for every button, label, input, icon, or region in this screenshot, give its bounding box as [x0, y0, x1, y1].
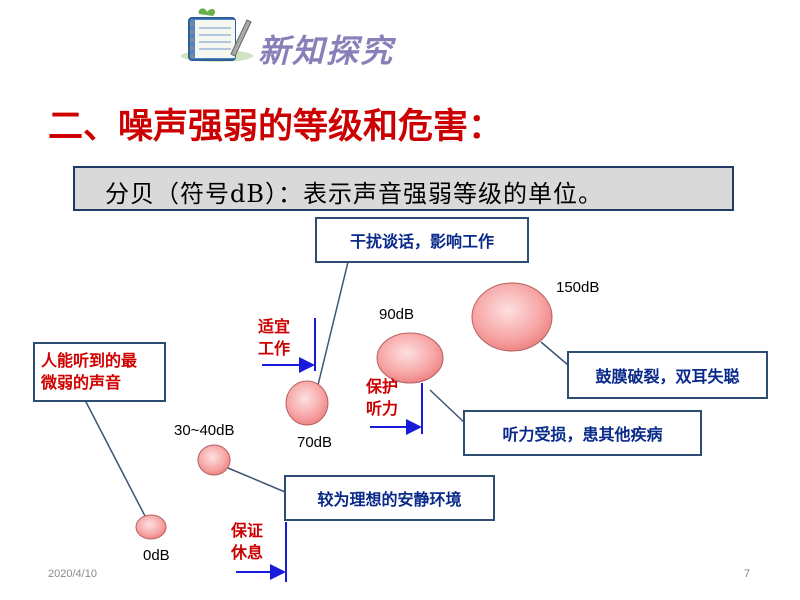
callout-ideal-quiet: 较为理想的安静环境 — [284, 475, 495, 521]
connector-line — [84, 399, 147, 519]
section-title: 新知探究 — [258, 32, 395, 70]
level-label-150db: 150dB — [556, 279, 600, 296]
level-label-90db: 90dB — [379, 306, 415, 323]
callout-hearing-damage: 听力受损，患其他疾病 — [463, 410, 702, 456]
main-heading: 二、噪声强弱的等级和危害： — [48, 107, 504, 147]
callout-deafness: 鼓膜破裂，双耳失聪 — [567, 351, 768, 399]
definition-box — [73, 166, 734, 211]
bubble-150db — [471, 282, 553, 352]
threshold-label-hearing: 保护 听力 — [366, 377, 399, 418]
definition-text: 分贝（符号dB）：表示声音强弱等级的单位。 — [105, 180, 603, 208]
bubble-70db — [285, 380, 329, 426]
callout-disturb-work: 干扰谈话，影响工作 — [315, 217, 529, 263]
threshold-label-rest: 保证 休息 — [231, 521, 264, 562]
connector-line — [540, 341, 569, 366]
level-label-30db: 30~40dB — [174, 422, 235, 439]
callout-faintest-sound: 人能听到的最 微弱的声音 — [33, 342, 166, 402]
level-label-70db: 70dB — [297, 434, 333, 451]
notebook-icon — [181, 8, 253, 62]
bubble-0db — [135, 514, 167, 540]
bubble-90db — [376, 332, 444, 384]
connector-line — [227, 467, 286, 493]
connector-line — [429, 389, 468, 426]
connector-line — [317, 261, 349, 386]
bubble-30db — [197, 444, 231, 476]
threshold-label-work: 适宜 工作 — [258, 317, 291, 358]
level-label-0db: 0dB — [143, 547, 170, 564]
footer-date: 2020/4/10 — [48, 568, 97, 580]
page-number: 7 — [744, 568, 751, 580]
